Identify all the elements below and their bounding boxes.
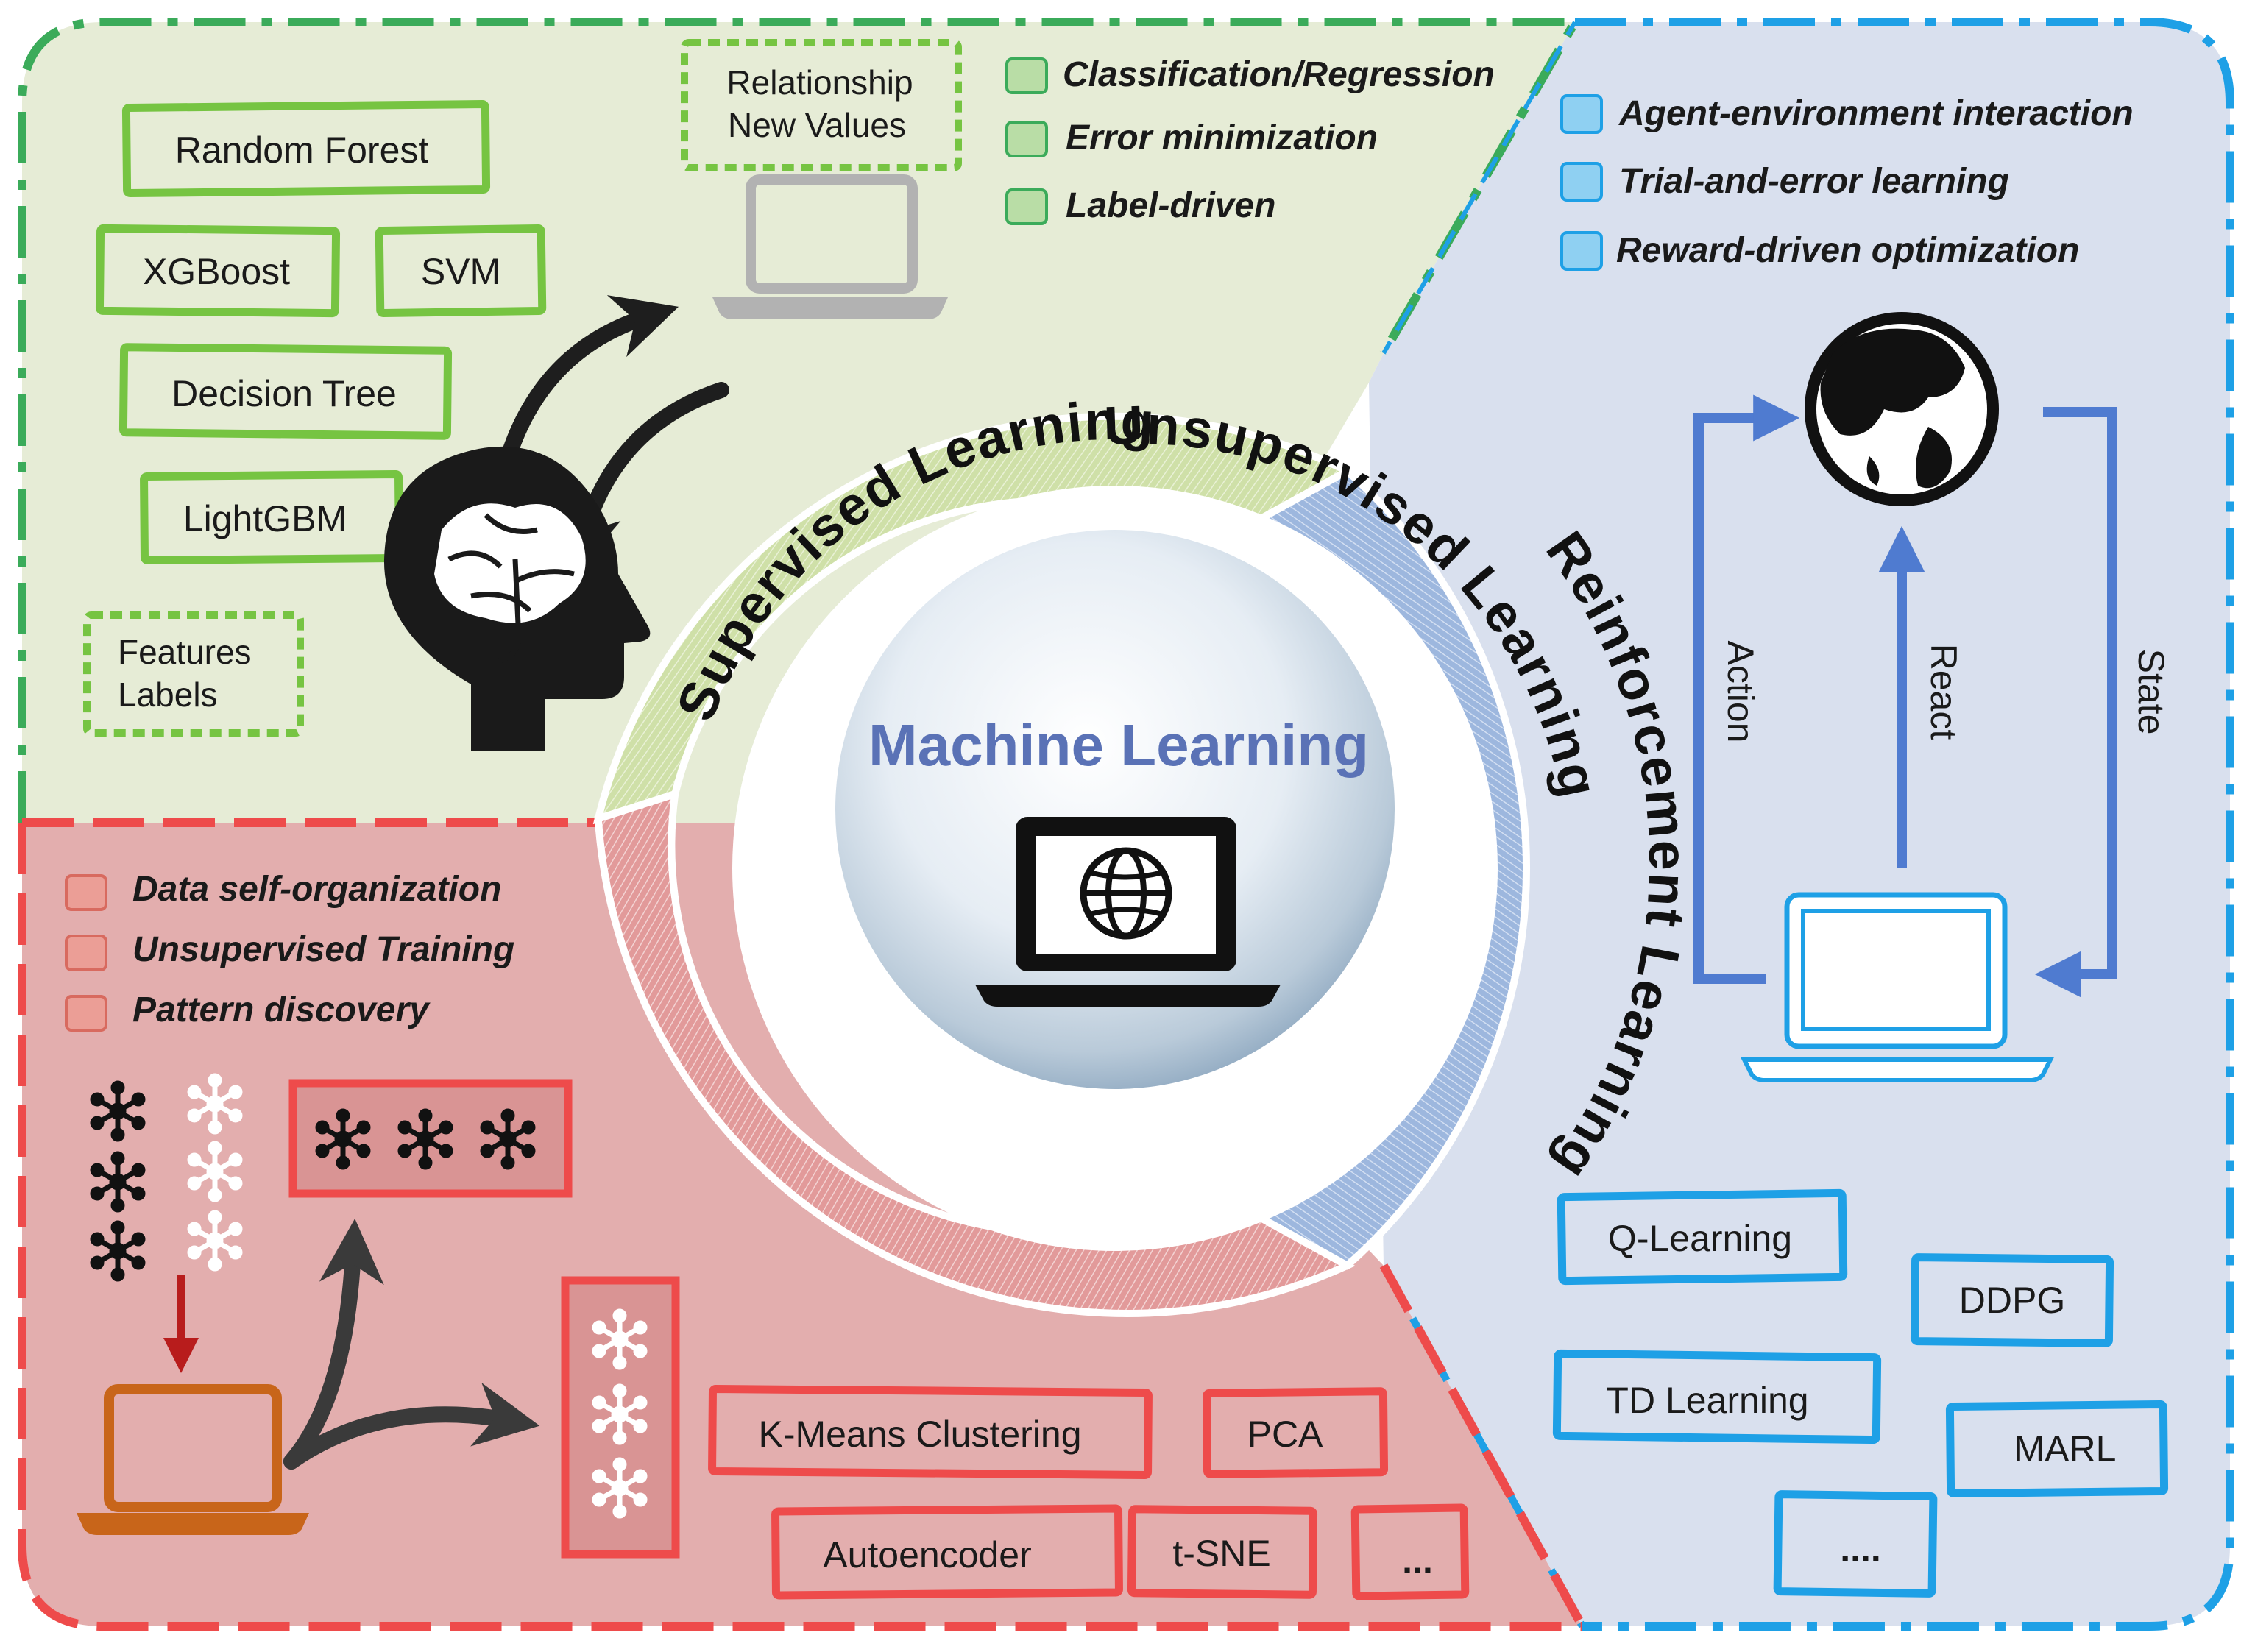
algo-lightgbm: LightGBM: [140, 470, 403, 564]
globe-icon: [1805, 312, 1999, 506]
algo-kmeans: K-Means Clustering: [708, 1384, 1153, 1480]
svg-text:...: ...: [1402, 1540, 1433, 1581]
algo-autoencoder: Autoencoder: [771, 1504, 1123, 1600]
ring-segment-supervised: [592, 412, 1356, 825]
svg-text:SVM: SVM: [421, 251, 500, 292]
supervised-bullets: Classification/Regression Error minimiza…: [1005, 55, 1495, 225]
cluster-box-horizontal: [288, 1079, 573, 1198]
algo-more-unsup: ...: [1350, 1503, 1470, 1600]
laptop-globe-icon: [975, 817, 1281, 1007]
relationship-box-line-0: Relationship: [726, 63, 913, 102]
svg-text:K-Means Clustering: K-Means Clustering: [758, 1414, 1081, 1455]
svg-text:Decision Tree: Decision Tree: [171, 373, 397, 414]
cluster-box-vertical: [561, 1276, 680, 1559]
supervised-bullet-1: Error minimization: [1066, 118, 1378, 157]
rl-laptop-icon: [1741, 892, 2054, 1082]
unsupervised-border: [18, 818, 1587, 1631]
svg-text:MARL: MARL: [2014, 1428, 2117, 1470]
svg-text:Q-Learning: Q-Learning: [1608, 1218, 1792, 1259]
unsup-algorithm-boxes: K-Means Clustering PCA Autoencoder t-SNE…: [708, 1384, 1470, 1600]
algo-pca: PCA: [1202, 1387, 1389, 1478]
center-title: Machine Learning: [868, 712, 1369, 778]
features-box-line-0: Features: [118, 633, 252, 671]
center-sphere: Machine Learning: [835, 530, 1395, 1089]
reinforcement-bullets: Agent-environment interaction Trial-and-…: [1560, 94, 2134, 271]
unsup-laptop-icon: [77, 1384, 309, 1535]
unsup-bullet-1: Unsupervised Training: [132, 930, 514, 969]
svg-text:Random Forest: Random Forest: [175, 130, 429, 171]
relationship-box: Relationship New Values: [681, 39, 962, 171]
svg-text:t-SNE: t-SNE: [1172, 1533, 1270, 1574]
svg-text:DDPG: DDPG: [1959, 1280, 2065, 1321]
algo-td-learning: TD Learning: [1552, 1349, 1882, 1444]
unsup-bullet-2: Pattern discovery: [132, 990, 431, 1029]
rl-bullet-0: Agent-environment interaction: [1618, 94, 2134, 133]
algo-more-rl: ....: [1773, 1490, 1938, 1598]
react-label: React: [1923, 644, 1964, 740]
algo-marl: MARL: [1945, 1400, 2169, 1497]
svg-text:Autoencoder: Autoencoder: [823, 1534, 1032, 1575]
ring-segment-unsupervised: [594, 788, 1356, 1317]
state-label: State: [2131, 649, 2172, 735]
features-box: Features Labels: [83, 611, 304, 737]
unsupervised-region: [22, 823, 1582, 1626]
algo-random-forest: Random Forest: [121, 99, 491, 198]
svg-text:XGBoost: XGBoost: [143, 251, 290, 292]
svg-text:PCA: PCA: [1247, 1414, 1323, 1455]
split-arrow-icon: [283, 1219, 540, 1470]
reinforcement-border: [1575, 18, 2234, 1631]
action-label: Action: [1720, 641, 1761, 743]
algo-ddpg: DDPG: [1910, 1253, 2114, 1347]
supervised-laptop-icon: [712, 174, 948, 319]
algo-q-learning: Q-Learning: [1557, 1188, 1848, 1286]
svg-text:LightGBM: LightGBM: [183, 498, 347, 539]
features-box-line-1: Labels: [118, 676, 218, 714]
rl-bullet-1: Trial-and-error learning: [1619, 162, 2009, 201]
algo-xgboost: XGBoost: [95, 224, 341, 318]
relationship-box-line-1: New Values: [728, 106, 906, 144]
rl-loop-arrows: [1693, 394, 2117, 998]
action-arrow: [1693, 394, 1800, 984]
algo-svm: SVM: [375, 224, 547, 317]
rl-algorithm-boxes: Q-Learning DDPG TD Learning MARL ....: [1552, 1188, 2169, 1598]
svg-text:....: ....: [1840, 1528, 1881, 1570]
reinforcement-region: [1369, 22, 2230, 1626]
reinforcement-diagonal-border-bottom: [1380, 1263, 1586, 1628]
supervised-algorithm-boxes: Random Forest XGBoost SVM Decision Tree …: [95, 99, 547, 564]
supervised-bullet-2: Label-driven: [1066, 186, 1275, 225]
state-arrow: [2034, 407, 2117, 998]
unsupervised-bullets: Data self-organization Unsupervised Trai…: [65, 870, 514, 1032]
unsup-bullet-0: Data self-organization: [132, 870, 501, 909]
svg-text:TD Learning: TD Learning: [1606, 1380, 1808, 1421]
brain-head-icon: [383, 446, 651, 751]
algo-decision-tree: Decision Tree: [118, 343, 453, 440]
supervised-bullet-0: Classification/Regression: [1063, 55, 1495, 94]
supervised-border: [18, 18, 1583, 823]
algo-tsne: t-SNE: [1127, 1505, 1318, 1599]
rl-bullet-2: Reward-driven optimization: [1616, 231, 2079, 270]
